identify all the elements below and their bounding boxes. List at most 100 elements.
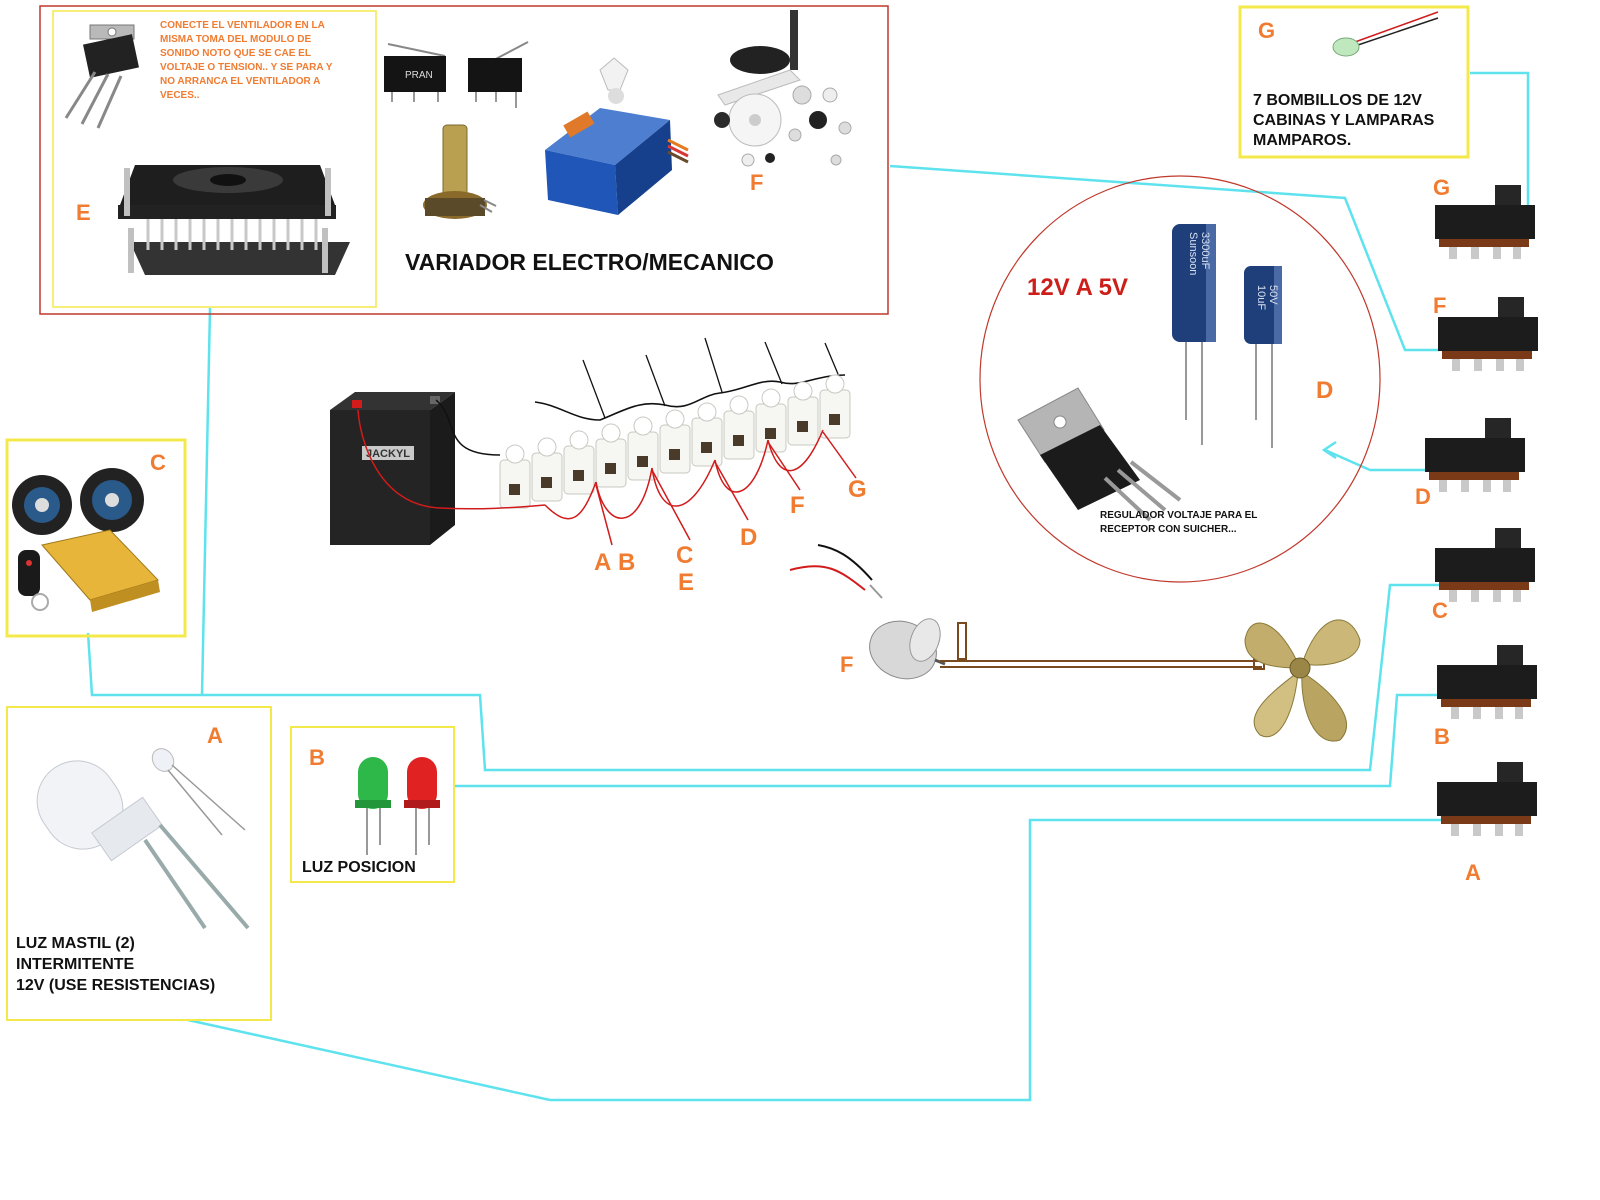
capacitor-2-text-line: 50V	[1267, 285, 1279, 305]
panel-c-box	[5, 438, 187, 638]
sound-module-box-icon	[41, 529, 160, 612]
panel-g-box	[1238, 5, 1470, 159]
panel-b-text: LUZ POSICION	[302, 859, 416, 876]
panel-b-position-light: B LUZ POSICION	[290, 726, 455, 883]
panel-c-label: C	[150, 450, 166, 475]
motor-label: F	[840, 652, 853, 677]
capacitor-1-text-line: 3300uF	[1199, 232, 1211, 270]
panel-c-sound-module: C	[5, 438, 187, 638]
terminal-label: D	[740, 524, 757, 551]
terminal-label: B	[618, 549, 635, 576]
slide-switch-icon	[1435, 528, 1535, 602]
terminal-block	[595, 423, 627, 488]
panel-b-label: B	[309, 745, 325, 770]
capacitor-1-text-line: Sunsoon	[1187, 232, 1199, 275]
panel-e-variador: CONECTE EL VENTILADOR EN LA MISMA TOMA D…	[39, 5, 889, 315]
small-bulb-icon	[1332, 11, 1439, 57]
battery-brand: JACKYL	[366, 448, 410, 460]
panel-d-note: REGULADOR VOLTAJE PARA EL RECEPTOR CON S…	[1100, 510, 1260, 535]
terminal-block	[787, 381, 819, 446]
panel-a-text-line: 12V (USE RESISTENCIAS)	[16, 977, 215, 994]
panel-e-note-line: NO ARRANCA EL VENTILADOR A	[160, 76, 320, 87]
terminal-block	[531, 437, 563, 502]
panel-g-bulbs: G 7 BOMBILLOS DE 12V CABINAS Y LAMPARAS …	[1238, 5, 1470, 159]
panel-e-note-line: VOLTAJE O TENSION.. Y SE PARA Y	[160, 62, 333, 73]
micro-switch-pran-icon: PRAN	[384, 43, 446, 102]
wire-b	[453, 693, 1440, 788]
panel-e-title: VARIADOR ELECTRO/MECANICO	[405, 249, 774, 275]
terminal-block	[819, 374, 851, 439]
terminal-block	[659, 409, 691, 474]
panel-e-note-line: VECES..	[160, 90, 200, 101]
switch-label: C	[1432, 598, 1448, 623]
panel-d-label: D	[1316, 377, 1333, 404]
propeller-icon	[1244, 619, 1361, 742]
transistor-to220-icon	[64, 24, 139, 129]
terminal-label: G	[848, 476, 867, 503]
switch-label: F	[1433, 293, 1446, 318]
slide-switch-icon	[1437, 762, 1537, 836]
speaker-icon	[12, 475, 72, 535]
panel-d-regulator: 12V A 5V D Sunsoon 3300uF 10uF 50V	[979, 175, 1381, 583]
cpu-cooler-fan-icon	[118, 165, 350, 275]
panel-g-text-line: MAMPAROS.	[1253, 132, 1351, 149]
battery-icon: JACKYL	[330, 392, 455, 545]
terminal-block	[499, 444, 531, 509]
switch-label: B	[1434, 724, 1450, 749]
propeller-shaft	[940, 622, 1265, 670]
panel-a-text-line: LUZ MASTIL (2)	[16, 935, 135, 952]
micro-switch-brand: PRAN	[405, 70, 433, 81]
terminal-label: A	[594, 549, 611, 576]
panel-a-box	[6, 706, 272, 1021]
panel-d-note-line: RECEPTOR CON SUICHER...	[1100, 524, 1237, 535]
wire-f-to-panel-e	[889, 164, 1440, 352]
large-led-icon	[36, 760, 250, 930]
switch-label: D	[1415, 484, 1431, 509]
panel-a-label: A	[207, 723, 223, 748]
capacitor-1-text: Sunsoon 3300uF	[1187, 232, 1211, 279]
slide-switch-icon	[1435, 185, 1535, 259]
panel-e-inner-box	[52, 10, 377, 308]
panel-a-text: LUZ MASTIL (2) INTERMITENTE 12V (USE RES…	[16, 935, 215, 994]
wire-g	[1470, 71, 1530, 205]
slide-switches: G F D C B A	[1415, 175, 1538, 885]
terminal-label: E	[678, 569, 694, 596]
switch-label: A	[1465, 860, 1481, 885]
small-led-icon	[151, 748, 246, 836]
speaker-icon	[80, 468, 144, 532]
capacitor-3300uf-icon: Sunsoon 3300uF	[1172, 224, 1216, 445]
slide-switch-icon	[1438, 297, 1538, 371]
wire-c	[86, 583, 1440, 772]
panel-e-note-line: SONIDO NOTO QUE SE CAE EL	[160, 48, 311, 59]
panel-e-f-label: F	[750, 170, 763, 195]
remote-control-icon	[18, 550, 49, 611]
panel-e-note-line: MISMA TOMA DEL MODULO DE	[160, 34, 311, 45]
terminal-block	[755, 388, 787, 453]
panel-d-note-line: REGULADOR VOLTAJE PARA EL	[1100, 510, 1257, 521]
capacitor-2-text-line: 10uF	[1255, 285, 1267, 310]
panel-g-label: G	[1258, 18, 1275, 43]
slide-switch-icon	[1425, 418, 1525, 492]
wire-d-to-regulator	[1324, 448, 1430, 472]
switch-label: G	[1433, 175, 1450, 200]
terminal-strip: A B C E D F G	[357, 337, 867, 596]
terminal-block	[691, 402, 723, 467]
red-led-icon	[404, 757, 440, 855]
terminal-label: C	[676, 542, 693, 569]
servo-motor-icon	[545, 57, 689, 215]
panel-e-note: CONECTE EL VENTILADOR EN LA MISMA TOMA D…	[160, 20, 335, 101]
green-led-icon	[355, 757, 391, 855]
slide-switch-icon	[1437, 645, 1537, 719]
wire-a	[187, 818, 1450, 1102]
terminal-block	[627, 416, 659, 481]
voltage-regulator-icon	[1017, 387, 1182, 522]
panel-g-text: 7 BOMBILLOS DE 12V CABINAS Y LAMPARAS MA…	[1253, 92, 1439, 149]
panel-e-outer-box	[39, 5, 889, 315]
panel-d-circle	[979, 175, 1381, 583]
potentiometer-icon	[423, 124, 497, 219]
wire-e-fan	[200, 307, 212, 696]
panel-e-note-line: CONECTE EL VENTILADOR EN LA	[160, 20, 325, 31]
capacitor-2-text: 10uF 50V	[1255, 285, 1279, 313]
dc-motor-icon	[789, 544, 946, 680]
